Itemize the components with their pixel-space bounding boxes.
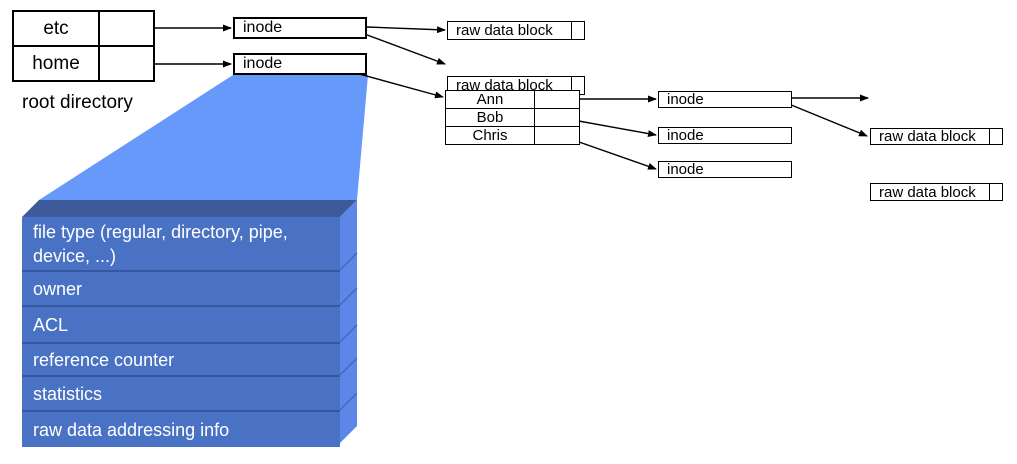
- entry-pointer-cell: [535, 109, 579, 126]
- inode-box-ann: inode: [658, 91, 792, 108]
- inode-box-etc: inode: [233, 17, 367, 39]
- raw-data-block-label: raw data block: [456, 22, 553, 39]
- raw-data-block-label: raw data block: [879, 183, 976, 201]
- inode-detail-box: file type (regular, directory, pipe, dev…: [22, 217, 340, 447]
- home-directory-table: Ann Bob Chris: [445, 90, 580, 145]
- inode-field-owner: owner: [22, 270, 340, 305]
- detail-box-right-side: [340, 200, 357, 443]
- entry-name: Ann: [446, 91, 535, 108]
- inode-field-reference-counter: reference counter: [22, 342, 340, 375]
- block-divider: [570, 77, 572, 94]
- raw-data-block-label: raw data block: [879, 128, 976, 145]
- root-directory-table: etc home: [12, 10, 155, 82]
- table-row: Bob: [446, 108, 579, 126]
- entry-pointer-cell: [100, 47, 153, 80]
- entry-name: Chris: [446, 127, 535, 144]
- block-divider: [988, 129, 990, 144]
- table-row: Ann: [446, 91, 579, 108]
- root-directory-caption: root directory: [22, 92, 133, 113]
- entry-pointer-cell: [535, 127, 579, 144]
- detail-box-side-row-edges: [339, 252, 358, 411]
- entry-pointer-cell: [100, 12, 153, 45]
- inode-field-statistics: statistics: [22, 375, 340, 410]
- inode-box-home: inode: [233, 53, 367, 75]
- entry-name: etc: [14, 12, 100, 45]
- entry-name: home: [14, 47, 100, 80]
- raw-data-block: raw data block: [870, 183, 1003, 201]
- table-row: home: [14, 45, 153, 80]
- inode-field-acl: ACL: [22, 305, 340, 342]
- table-row: etc: [14, 12, 153, 45]
- block-divider: [988, 184, 990, 200]
- detail-box-top-bevel: [22, 200, 357, 217]
- raw-data-block: raw data block: [447, 21, 585, 40]
- entry-name: Bob: [446, 109, 535, 126]
- raw-data-block-label: raw data block: [456, 77, 553, 94]
- inode-field-raw-data-addressing: raw data addressing info: [22, 410, 340, 447]
- table-row: Chris: [446, 126, 579, 144]
- entry-pointer-cell: [535, 91, 579, 108]
- zoom-funnel-shape: [39, 75, 368, 200]
- inode-box-chris: inode: [658, 161, 792, 178]
- raw-data-block: raw data block: [870, 128, 1003, 145]
- arrow-inode1-to-rawblock1: [366, 26, 446, 34]
- inode-box-bob: inode: [658, 127, 792, 144]
- arrow-inodeA-to-rawblockB: [778, 99, 868, 137]
- block-divider: [570, 22, 572, 39]
- inode-field-file-type: file type (regular, directory, pipe, dev…: [22, 217, 340, 270]
